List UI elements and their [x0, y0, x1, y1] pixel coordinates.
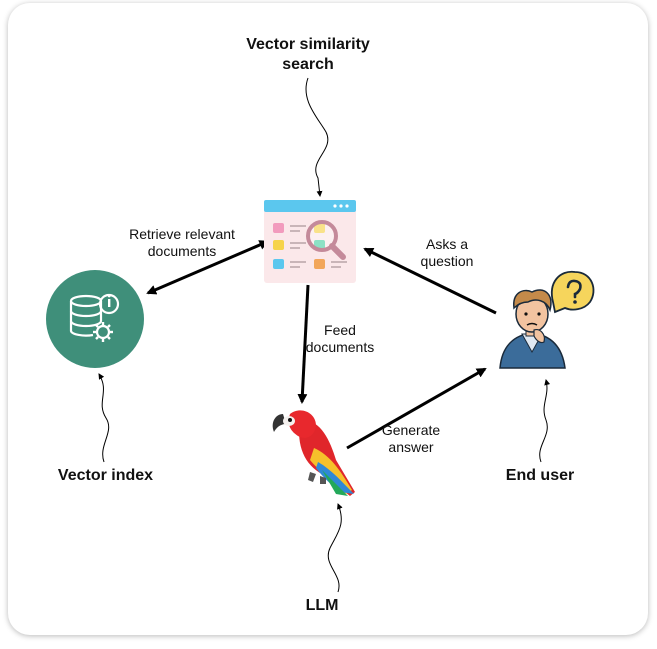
asks-label: Asks a question: [420, 236, 474, 269]
index-connector: [98, 373, 110, 463]
retrieve-arrow: [146, 240, 270, 295]
feed-arrow: [297, 284, 310, 404]
asks-arrow: [363, 247, 497, 315]
parrot-icon: [272, 410, 355, 496]
search-documents-icon: [264, 200, 356, 283]
end-user-label: End user: [505, 467, 575, 484]
vector-search-label: Vector similarity search: [246, 36, 370, 73]
vector-index-label: Vector index: [57, 467, 154, 484]
retrieve-label: Retrieve relevant documents: [129, 226, 235, 259]
llm-connector: [327, 503, 343, 593]
llm-label: LLM: [305, 597, 339, 614]
database-gear-icon: [46, 270, 144, 368]
feed-label: Feed documents: [305, 322, 375, 355]
confused-user-icon: [499, 270, 595, 369]
generate-label: Generate answer: [381, 422, 441, 455]
generate-arrow: [346, 367, 487, 450]
user-connector: [539, 379, 551, 463]
search-connector: [305, 77, 329, 197]
